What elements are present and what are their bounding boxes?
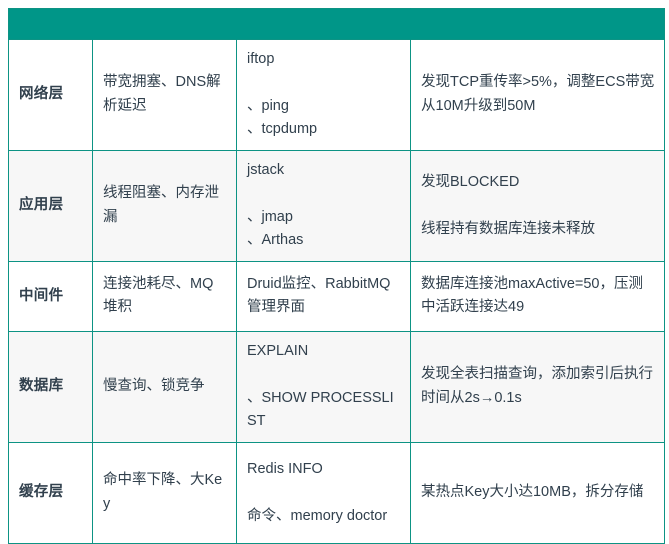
layer-label: 中间件 [19, 287, 64, 304]
cell-symptom: 线程阻塞、内存泄漏 [92, 149, 237, 262]
layer-troubleshooting-table-container: 网络层 带宽拥塞、DNS解析延迟 iftop 、ping 、tcpdump 发现… [8, 8, 665, 544]
table-row: 应用层 线程阻塞、内存泄漏 jstack 、jmap 、Arthas 发现BLO… [8, 149, 665, 262]
tools-text: Druid监控、RabbitMQ管理界面 [247, 275, 391, 316]
table-row: 中间件 连接池耗尽、MQ堆积 Druid监控、RabbitMQ管理界面 数据库连… [8, 260, 665, 332]
cell-symptom: 慢查询、锁竞争 [92, 330, 237, 443]
symptom-text: 线程阻塞、内存泄漏 [103, 185, 219, 225]
tools-text: iftop 、ping 、tcpdump [247, 51, 318, 138]
layer-label: 缓存层 [19, 484, 64, 501]
symptom-text: 命中率下降、大Key [103, 472, 223, 512]
finding-text: 发现全表扫描查询，添加索引后执行时间从2s→0.1s [421, 366, 653, 406]
cell-finding: 数据库连接池maxActive=50，压测中活跃连接达49 [410, 260, 665, 332]
cell-finding: 发现全表扫描查询，添加索引后执行时间从2s→0.1s [410, 330, 665, 443]
tools-text: EXPLAIN 、SHOW PROCESSLIST [247, 342, 394, 430]
layer-label: 数据库 [19, 378, 64, 395]
cell-finding: 发现TCP重传率>5%，调整ECS带宽从10M升级到50M [410, 39, 665, 151]
cell-layer: 网络层 [8, 39, 93, 151]
header-cell-layer [8, 8, 93, 40]
finding-text: 发现BLOCKED 线程持有数据库连接未释放 [421, 173, 595, 237]
table-header-row [8, 8, 665, 40]
cell-tools: Redis INFO 命令、memory doctor [236, 441, 411, 544]
page-root: 网络层 带宽拥塞、DNS解析延迟 iftop 、ping 、tcpdump 发现… [8, 8, 665, 544]
cell-symptom: 连接池耗尽、MQ堆积 [92, 260, 237, 332]
symptom-text: 慢查询、锁竞争 [103, 378, 205, 395]
finding-text: 发现TCP重传率>5%，调整ECS带宽从10M升级到50M [421, 74, 655, 114]
symptom-text: 连接池耗尽、MQ堆积 [103, 275, 214, 316]
table-row: 网络层 带宽拥塞、DNS解析延迟 iftop 、ping 、tcpdump 发现… [8, 39, 665, 151]
table-row: 数据库 慢查询、锁竞争 EXPLAIN 、SHOW PROCESSLIST 发现… [8, 330, 665, 443]
header-cell-symptom [92, 8, 237, 40]
layer-troubleshooting-table: 网络层 带宽拥塞、DNS解析延迟 iftop 、ping 、tcpdump 发现… [8, 8, 665, 544]
tools-text: jstack 、jmap 、Arthas [247, 161, 304, 249]
cell-tools: Druid监控、RabbitMQ管理界面 [236, 260, 411, 332]
symptom-text: 带宽拥塞、DNS解析延迟 [103, 74, 221, 114]
tools-text: Redis INFO 命令、memory doctor [247, 460, 388, 524]
header-cell-finding [410, 8, 665, 40]
cell-layer: 缓存层 [8, 441, 93, 544]
layer-label: 网络层 [19, 86, 64, 103]
cell-tools: jstack 、jmap 、Arthas [236, 149, 411, 262]
cell-tools: iftop 、ping 、tcpdump [236, 39, 411, 151]
finding-text: 某热点Key大小达10MB，拆分存储 [421, 484, 644, 501]
table-row: 缓存层 命中率下降、大Key Redis INFO 命令、memory doct… [8, 441, 665, 544]
cell-layer: 中间件 [8, 260, 93, 332]
cell-symptom: 带宽拥塞、DNS解析延迟 [92, 39, 237, 151]
cell-finding: 某热点Key大小达10MB，拆分存储 [410, 441, 665, 544]
layer-label: 应用层 [19, 197, 64, 214]
finding-text: 数据库连接池maxActive=50，压测中活跃连接达49 [421, 275, 643, 316]
cell-layer: 数据库 [8, 330, 93, 443]
cell-finding: 发现BLOCKED 线程持有数据库连接未释放 [410, 149, 665, 262]
cell-symptom: 命中率下降、大Key [92, 441, 237, 544]
cell-layer: 应用层 [8, 149, 93, 262]
table-body: 网络层 带宽拥塞、DNS解析延迟 iftop 、ping 、tcpdump 发现… [8, 39, 665, 544]
table-header [8, 8, 665, 40]
header-cell-tools [236, 8, 411, 40]
cell-tools: EXPLAIN 、SHOW PROCESSLIST [236, 330, 411, 443]
